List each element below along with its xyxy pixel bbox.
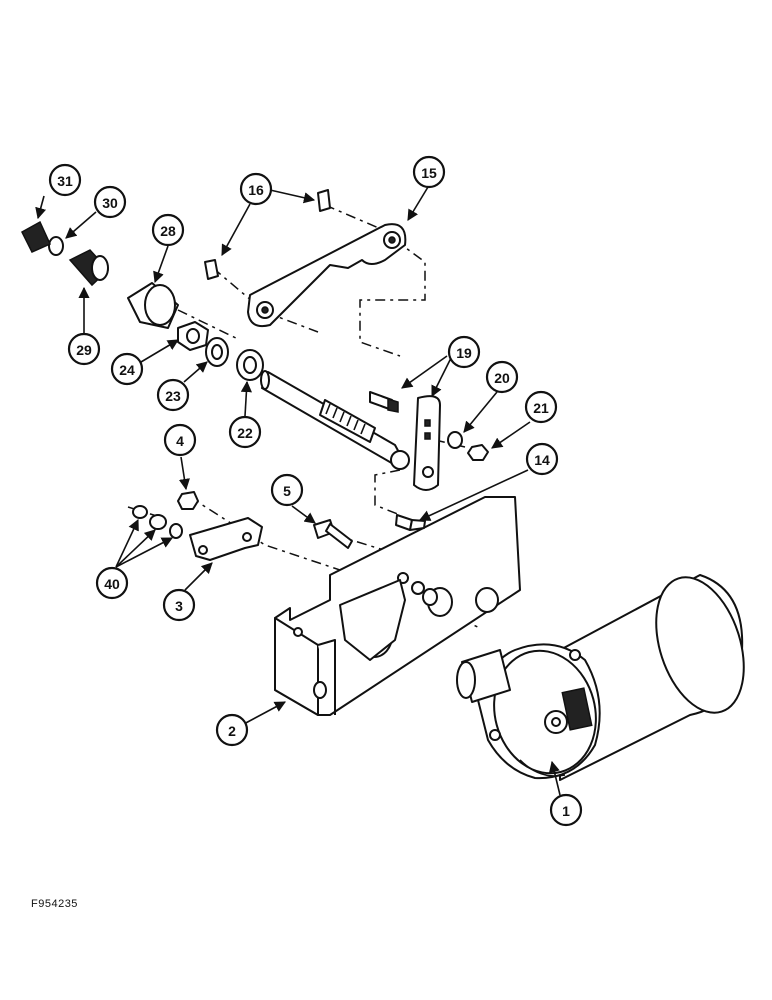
callout-label: 28 bbox=[160, 223, 176, 239]
callout-label: 4 bbox=[176, 433, 184, 449]
callout-label: 2 bbox=[228, 723, 236, 739]
callout-label: 19 bbox=[456, 345, 472, 361]
callout-22: 22 bbox=[228, 415, 262, 449]
figure-code: F954235 bbox=[31, 898, 78, 910]
callout-label: 3 bbox=[175, 598, 183, 614]
retaining-clips bbox=[204, 189, 331, 280]
callout-28: 28 bbox=[151, 213, 185, 247]
callout-23: 23 bbox=[156, 378, 190, 412]
mounting-bracket bbox=[274, 496, 521, 716]
link-plate bbox=[369, 391, 441, 491]
callout-24: 24 bbox=[110, 352, 144, 386]
callout-40: 40 bbox=[95, 566, 129, 600]
callout-2: 2 bbox=[215, 713, 249, 747]
callout-31: 31 bbox=[48, 163, 82, 197]
leader-lines bbox=[35, 186, 561, 796]
callout-label: 21 bbox=[533, 400, 549, 416]
callout-4: 4 bbox=[163, 423, 197, 457]
callout-label: 20 bbox=[494, 370, 510, 386]
wiper-motor bbox=[456, 574, 745, 781]
crank-arm bbox=[247, 223, 407, 328]
callout-3: 3 bbox=[162, 588, 196, 622]
callout-19: 19 bbox=[447, 335, 481, 369]
callout-label: 31 bbox=[57, 173, 73, 189]
callout-15: 15 bbox=[412, 155, 446, 189]
callout-1: 1 bbox=[549, 793, 583, 827]
callout-label: 16 bbox=[248, 182, 264, 198]
callout-20: 20 bbox=[485, 360, 519, 394]
callout-14: 14 bbox=[525, 442, 559, 476]
callout-label: 23 bbox=[165, 388, 181, 404]
callout-label: 30 bbox=[102, 195, 118, 211]
callout-label: 29 bbox=[76, 342, 92, 358]
callout-label: 22 bbox=[237, 425, 253, 441]
callout-5: 5 bbox=[270, 473, 304, 507]
callout-label: 5 bbox=[283, 483, 291, 499]
callout-label: 15 bbox=[421, 165, 437, 181]
callout-30: 30 bbox=[93, 185, 127, 219]
callout-29: 29 bbox=[67, 332, 101, 366]
callout-label: 14 bbox=[534, 452, 550, 468]
callout-label: 24 bbox=[119, 362, 135, 378]
callout-label: 1 bbox=[562, 803, 570, 819]
drive-shaft bbox=[260, 370, 403, 466]
callout-21: 21 bbox=[524, 390, 558, 424]
callout-16: 16 bbox=[239, 172, 273, 206]
callout-label: 40 bbox=[104, 576, 120, 592]
